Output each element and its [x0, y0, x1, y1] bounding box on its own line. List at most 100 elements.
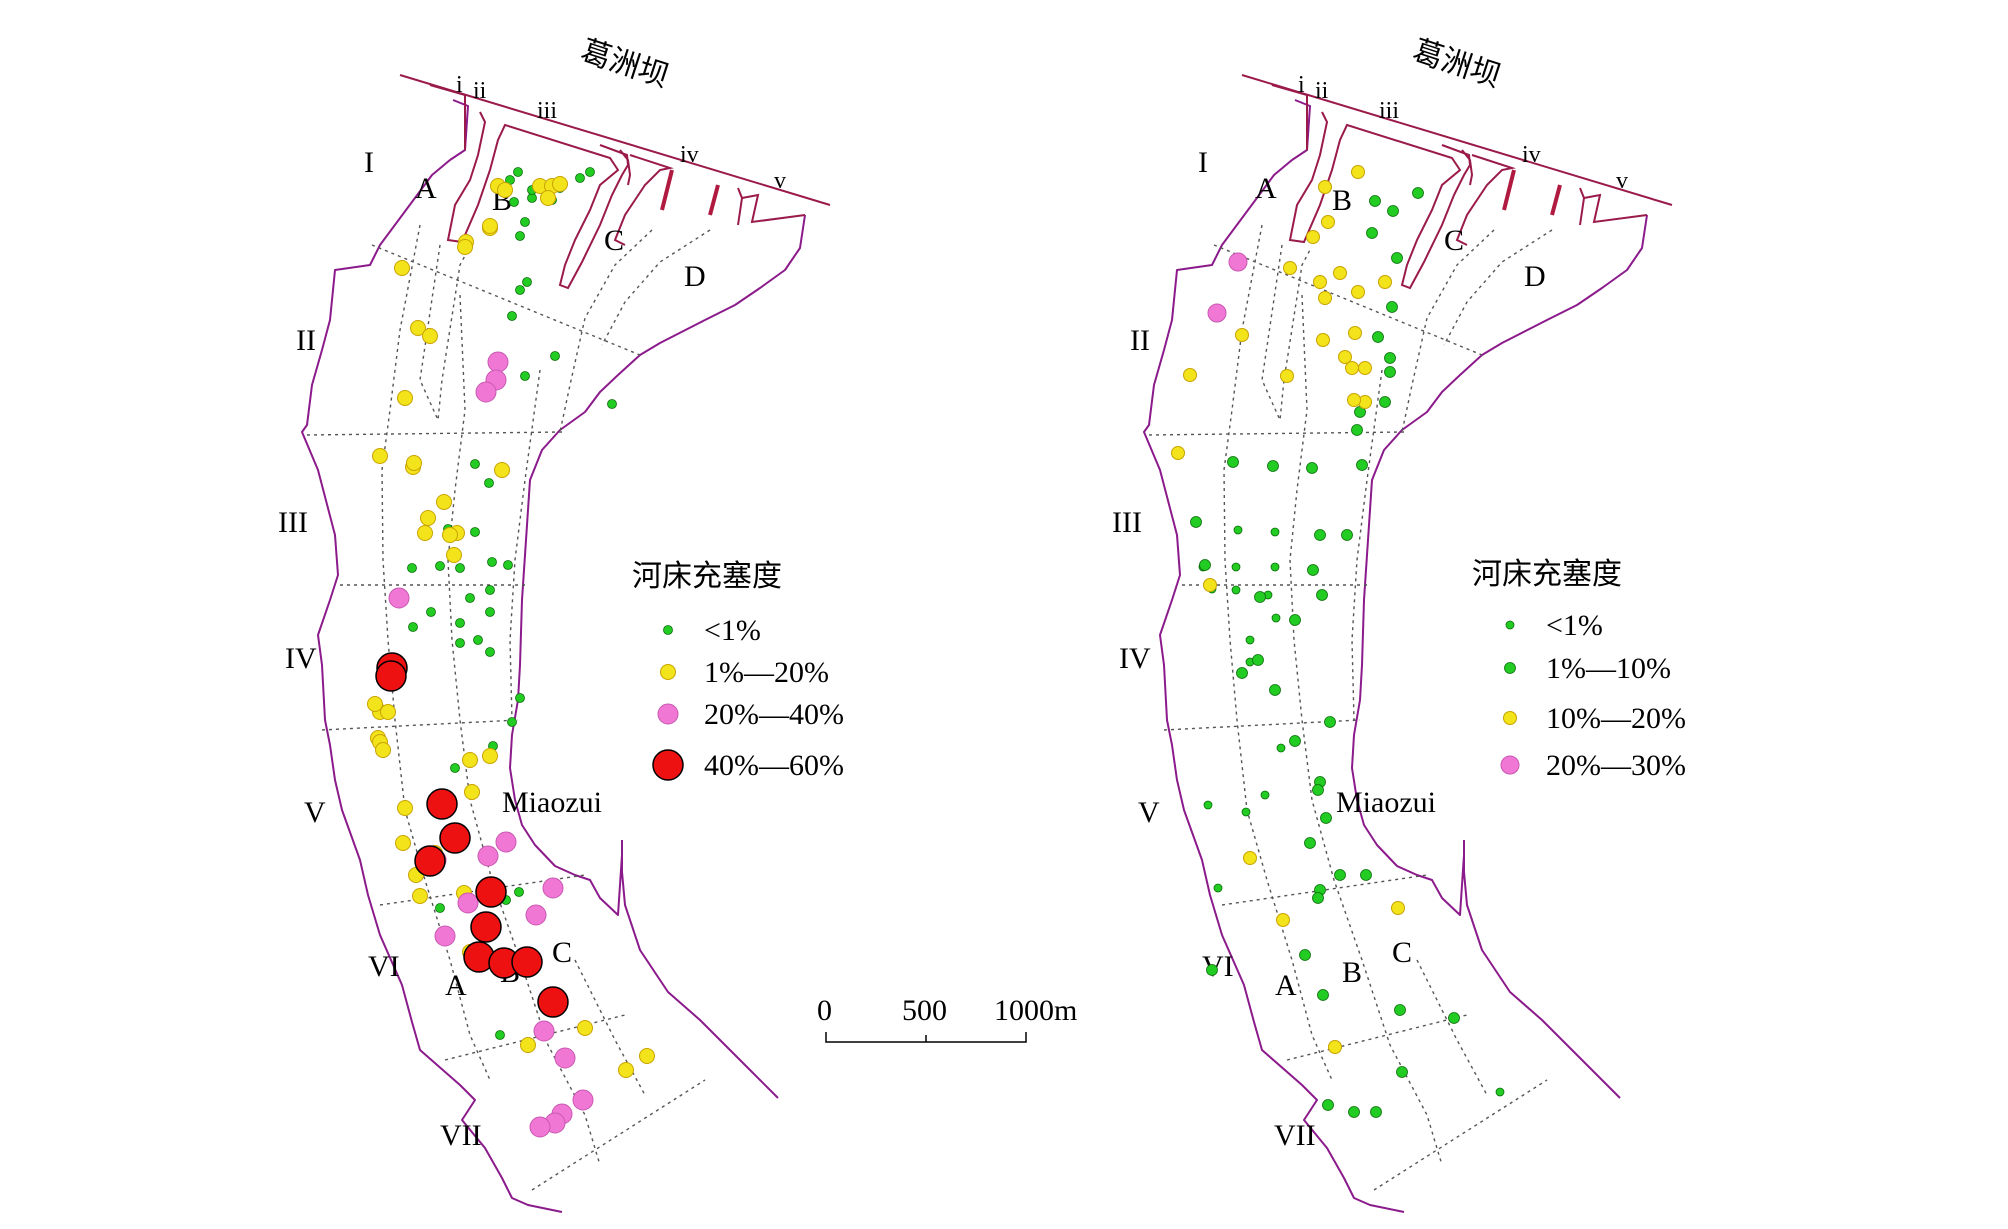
- sample-point-class-0: [1233, 525, 1243, 535]
- right-map-dam-label: 葛洲坝: [1408, 33, 1504, 94]
- sample-point-class-1: [412, 888, 428, 904]
- sample-point-class-2: [1351, 165, 1365, 179]
- sample-point-class-2: [572, 1089, 594, 1111]
- left-map-legend-symbol-3: [652, 749, 684, 781]
- sample-point-class-1: [639, 1048, 655, 1064]
- left-map-section-III: III: [278, 506, 308, 539]
- right-map-gate-v: v: [1616, 168, 1628, 194]
- right-map-legend-label-3: 20%—30%: [1546, 749, 1686, 782]
- scale-bar: 0 500 1000m: [817, 994, 1077, 1043]
- sample-point-class-1: [380, 704, 396, 720]
- sample-point-class-2: [525, 904, 547, 926]
- sample-point-class-1: [494, 462, 510, 478]
- left-map-legend-label-3: 40%—60%: [704, 749, 844, 782]
- left-map-channel-line-4: [509, 369, 541, 721]
- right-map-section-I: I: [1198, 146, 1208, 179]
- sample-point-class-1: [395, 835, 411, 851]
- right-map-channel-B-lower: B: [1342, 956, 1362, 989]
- sample-point-class-2: [1333, 266, 1347, 280]
- right-map-dam-pier-1: [1271, 84, 1308, 150]
- sample-point-class-1: [464, 784, 480, 800]
- left-map-section-line-4: [321, 719, 519, 731]
- right-map-channel-line-7: [1416, 959, 1488, 1096]
- right-map-channel-A-lower: A: [1275, 969, 1297, 1002]
- sample-point-class-2: [1318, 291, 1332, 305]
- sample-point-class-2: [1318, 180, 1332, 194]
- left-map-legend-symbol-2: [657, 703, 679, 725]
- sample-point-class-0: [435, 903, 445, 913]
- sample-point-class-1: [1316, 589, 1328, 601]
- sample-point-class-0: [455, 638, 465, 648]
- right-map-gate-v-wall: [1583, 193, 1648, 224]
- sample-point-class-0: [1231, 585, 1241, 595]
- sample-point-class-2: [533, 1020, 555, 1042]
- sample-point-class-1: [618, 1062, 634, 1078]
- left-map-section-line-2: [306, 431, 563, 436]
- sample-point-class-0: [1270, 527, 1280, 537]
- sample-point-class-1: [372, 448, 388, 464]
- sample-point-class-1: [422, 328, 438, 344]
- sample-point-class-0: [1231, 562, 1241, 572]
- left-map-gate-ii: ii: [473, 78, 487, 104]
- sample-point-class-2: [1328, 1040, 1342, 1054]
- sample-point-class-1: [1387, 205, 1399, 217]
- sample-point-class-1: [1206, 964, 1218, 976]
- right-map-west-bank: [1143, 99, 1405, 1213]
- right-map-place-label: Miaozui: [1336, 786, 1436, 819]
- sample-point-class-0: [550, 351, 560, 361]
- sample-point-class-3: [470, 911, 502, 943]
- sample-point-class-1: [397, 390, 413, 406]
- sample-point-class-0: [607, 399, 617, 409]
- left-map-channel-C: C: [604, 224, 624, 257]
- sample-point-class-2: [1283, 261, 1297, 275]
- right-map-channel-line-1: [1223, 224, 1333, 1081]
- right-map-channel-C-lower: C: [1392, 936, 1412, 969]
- sample-point-class-2: [1347, 393, 1361, 407]
- sample-point-class-2: [1378, 275, 1392, 289]
- sample-point-class-0: [485, 647, 495, 657]
- sample-point-class-1: [1299, 949, 1311, 961]
- sample-point-class-0: [435, 561, 445, 571]
- right-map-channel-D: D: [1524, 260, 1546, 293]
- sample-point-class-0: [1270, 562, 1280, 572]
- sample-point-class-1: [1289, 614, 1301, 626]
- left-map-legend-title: 河床充塞度: [632, 559, 782, 594]
- right-map-channel-line-3: [1289, 294, 1443, 1166]
- sample-point-class-1: [420, 510, 436, 526]
- left-map-channel-A: A: [415, 172, 437, 205]
- sample-point-class-1: [1448, 1012, 1460, 1024]
- sample-point-class-3: [375, 660, 407, 692]
- right-map-section-III: III: [1112, 506, 1142, 539]
- sample-point-class-0: [485, 607, 495, 617]
- sample-point-class-1: [375, 742, 391, 758]
- sample-point-class-1: [497, 182, 513, 198]
- sample-point-class-0: [515, 285, 525, 295]
- sample-point-class-2: [542, 877, 564, 899]
- sample-point-class-2: [1348, 326, 1362, 340]
- sample-point-class-1: [1252, 654, 1264, 666]
- sample-point-class-0: [1241, 807, 1251, 817]
- sample-point-class-2: [1345, 361, 1359, 375]
- sample-point-class-3: [414, 845, 446, 877]
- left-map-section-VI: VI: [368, 950, 400, 983]
- sample-point-class-0: [514, 887, 524, 897]
- right-map-gate-i: i: [1298, 72, 1305, 98]
- right-map-channel-C: C: [1444, 224, 1464, 257]
- left-map-channel-line-3: [447, 294, 601, 1166]
- left-map-gate-i: i: [456, 72, 463, 98]
- sample-point-class-1: [482, 748, 498, 764]
- sample-point-class-1: [552, 176, 568, 192]
- sample-point-class-2: [1171, 446, 1185, 460]
- sample-point-class-0: [1203, 800, 1213, 810]
- sample-point-class-1: [1320, 812, 1332, 824]
- sample-point-class-2: [1183, 368, 1197, 382]
- sample-point-class-1: [1312, 784, 1324, 796]
- right-map-gate-iv: iv: [1522, 142, 1541, 168]
- sample-point-class-1: [1360, 869, 1372, 881]
- right-map-legend-label-0: <1%: [1546, 609, 1603, 642]
- left-map-gate-iv-wall: [660, 169, 674, 211]
- left-map-channel-line-7: [574, 959, 646, 1096]
- sample-point-class-2: [1321, 215, 1335, 229]
- sample-point-class-0: [1495, 1087, 1505, 1097]
